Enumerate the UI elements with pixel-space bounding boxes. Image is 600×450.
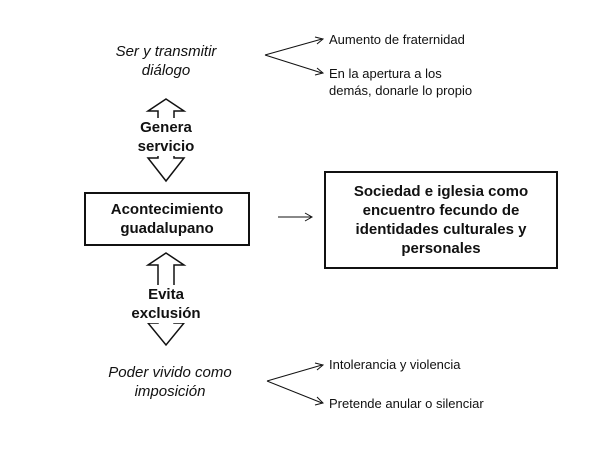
bottom-note-line1: Poder vivido como <box>108 364 232 381</box>
event-box: Acontecimiento guadalupano <box>84 192 250 246</box>
bottom-branch-2: Pretende anular o silenciar <box>329 396 484 411</box>
bottom-note: Poder vivido como imposición <box>96 363 244 401</box>
top-branch-1: Aumento de fraternidad <box>329 32 465 47</box>
result-box-line1: Sociedad e iglesia como <box>353 183 529 200</box>
upper-arrow-label-line1: Genera <box>140 119 192 136</box>
lower-arrow-label-line1: Evita <box>148 286 184 303</box>
top-note: Ser y transmitir diálogo <box>96 42 236 80</box>
top-branch-2-line2: demás, donarle lo propio <box>329 83 473 98</box>
lower-arrow-label-line2: exclusión <box>131 305 201 322</box>
lower-arrow-label: Evita exclusión <box>126 285 206 323</box>
result-box-line3: identidades culturales y <box>355 221 527 238</box>
event-box-line1: Acontecimiento <box>110 201 224 218</box>
top-branch-2-line1: En la apertura a los <box>329 66 442 81</box>
center-to-result-arrow <box>278 212 314 222</box>
top-branch-2: En la apertura a los demás, donarle lo p… <box>329 65 472 99</box>
result-box: Sociedad e iglesia como encuentro fecund… <box>324 171 558 269</box>
bottom-note-line2: imposición <box>134 383 206 400</box>
top-note-line1: Ser y transmitir <box>115 43 217 60</box>
event-box-line2: guadalupano <box>120 220 214 237</box>
result-box-line2: encuentro fecundo de <box>362 202 520 219</box>
result-box-line4: personales <box>401 240 481 257</box>
top-branch-arrows <box>264 36 325 76</box>
bottom-branch-1: Intolerancia y violencia <box>329 357 461 372</box>
upper-arrow-label-line2: servicio <box>137 138 195 155</box>
upper-arrow-label: Genera servicio <box>126 118 206 156</box>
bottom-branch-arrows <box>266 362 325 406</box>
top-note-line2: diálogo <box>141 62 191 79</box>
